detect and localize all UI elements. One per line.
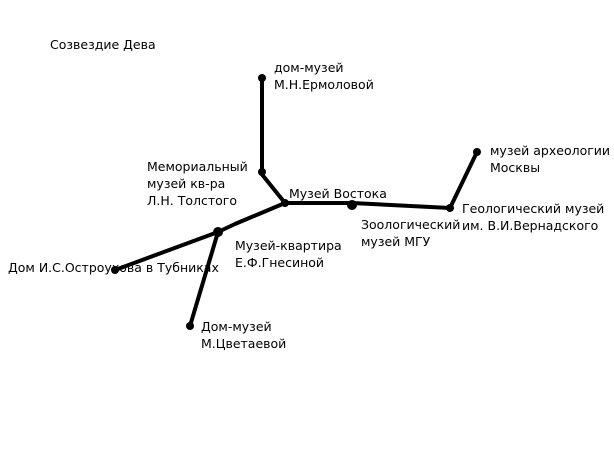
label-line: Л.Н. Толстого: [147, 193, 238, 208]
label-tolstoy: Мемориальный музей кв-ра Л.Н. Толстого: [147, 158, 248, 209]
node-vostok: [281, 199, 289, 207]
label-line: музей МГУ: [361, 234, 431, 249]
label-line: Зоологический: [361, 217, 461, 232]
branch-main: [283, 150, 479, 210]
node-gnesina: [213, 227, 223, 237]
branch-ermolova: [258, 76, 287, 205]
node-tsvetaeva: [186, 322, 194, 330]
label-line: Е.Ф.Гнесиной: [235, 255, 325, 270]
label-archaeology: музей археологии Москвы: [490, 142, 610, 176]
label-line: Музей-квартира: [235, 238, 342, 253]
branch-ostrovsky: [113, 201, 287, 272]
label-ermolova: дом-музей М.Н.Ермоловой: [274, 59, 374, 93]
node-archaeology: [473, 148, 481, 156]
label-gnesina: Музей-квартира Е.Ф.Гнесиной: [235, 237, 342, 271]
label-geology: Геологический музей им. В.И.Вернадского: [462, 200, 604, 234]
label-line: музей археологии: [490, 143, 611, 158]
label-line: Музей Востока: [289, 186, 387, 201]
label-line: дом-музей: [274, 60, 344, 75]
label-zoo: Зоологический музей МГУ: [361, 216, 460, 250]
label-line: им. В.И.Вернадского: [462, 218, 599, 233]
diagram-title: Созвездие Дева: [50, 37, 156, 52]
node-ostrovsky: [111, 266, 119, 274]
label-line: Мемориальный: [147, 159, 248, 174]
label-line: Геологический музей: [462, 201, 605, 216]
branch-tsvetaeva: [188, 230, 220, 328]
label-ostrovsky: Дом И.С.Остроухова в Тубниках: [8, 259, 219, 276]
node-ermolova: [258, 74, 266, 82]
node-zoo: [347, 200, 357, 210]
label-tsvetaeva: Дом-музей М.Цветаевой: [201, 318, 286, 352]
label-line: Дом И.С.Остроухова в Тубниках: [8, 260, 219, 275]
label-line: Дом-музей: [201, 319, 272, 334]
label-line: М.Цветаевой: [201, 336, 287, 351]
label-line: М.Н.Ермоловой: [274, 77, 374, 92]
node-geology: [446, 204, 454, 212]
label-line: Москвы: [490, 160, 541, 175]
label-vostok: Музей Востока: [289, 185, 387, 202]
label-line: музей кв-ра: [147, 176, 226, 191]
node-tolstoy: [258, 168, 266, 176]
